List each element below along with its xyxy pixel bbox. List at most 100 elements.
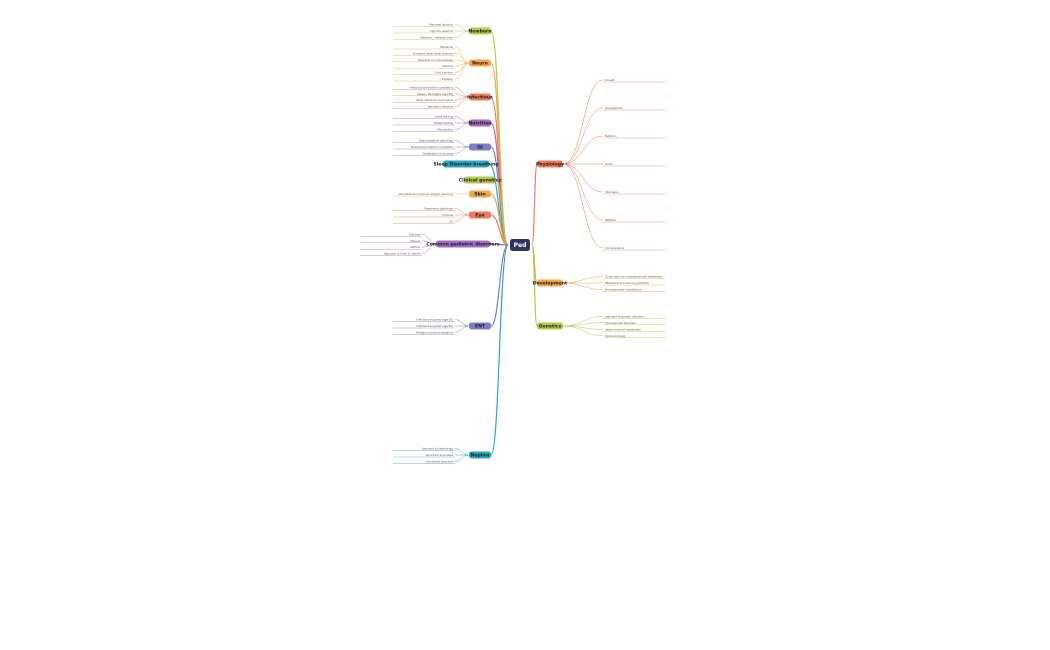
link-eye-2 [454,214,470,222]
link-genetics [531,244,538,327]
link-nephro [490,244,509,456]
leaf-newborn-1: Sign all newborns [430,29,454,33]
branch-skin-label: Skin [474,192,485,198]
branch-sleep[interactable]: Sleep Disorder breathing [433,160,499,168]
leaf-nutrition-1: Breast feeding [434,121,453,125]
link-physiology-4 [562,163,604,193]
leaf-physiology-0: Growth [605,78,615,82]
branch-neuro-label: Neuro [472,61,488,67]
link-physiology-5 [562,163,604,221]
leaf-nephro-1: Structural anomalies [426,453,454,457]
branch-genetics[interactable]: Genetics [537,322,563,330]
leaf-newborn-2: Newborn – delivery room [421,35,454,39]
leaf-neuro-3: Seizures [442,64,454,68]
link-newborn-2 [454,30,470,38]
leaf-ent-2: Pediatric trauma emergency [416,330,453,334]
leaf-neuro-1: Increased intracranial pressure [413,51,454,55]
leaf-eye-0: Respiratory pathology [424,207,453,211]
branch-nutrition-box [469,119,491,127]
link-nephro-2 [454,454,470,462]
branch-common-box [436,240,490,248]
branch-skin[interactable]: Skin [469,190,491,198]
branch-newborn-label: Newborn [468,29,491,35]
branch-nephro-box [469,451,491,459]
branch-common[interactable]: Common pediatric disorders [426,240,500,248]
branch-clinical-label: Clinical genetics [459,178,502,184]
link-nutrition-2 [454,122,470,130]
leaf-physiology-1: Development [605,106,622,110]
branch-ent[interactable]: ENT [469,322,491,330]
link-physiology-6 [562,163,604,249]
branch-neuro-box [469,59,491,67]
leaf-common-0: Diarrhea [409,232,421,236]
leaf-nephro-2: Electrolyte disorders [426,459,453,463]
link-nutrition-0 [454,116,470,124]
leaf-development-2: Developmental surveillance [605,288,642,292]
leaf-neuro-5: Epilepsy [442,77,453,81]
branch-neuro[interactable]: Neuro [469,59,491,67]
branch-newborn[interactable]: Newborn [468,27,492,35]
branch-physiology-label: Physiology [536,162,564,168]
leaf-genetics-0: Approach to genetic disorders [605,314,645,318]
link-clinical [495,179,509,246]
link-eye-0 [454,208,470,216]
link-ent [490,244,509,327]
leaf-physiology-2: Nutrition [605,134,617,138]
link-infectious-3 [454,96,470,107]
link-physiology-2 [562,135,604,165]
branch-physiology-box [537,160,563,168]
leaf-ent-1: Infections acquired (age 80) [416,324,453,328]
root-node[interactable]: Ped [510,239,530,251]
branch-physiology[interactable]: Physiology [536,160,564,168]
link-nephro-0 [454,448,470,456]
branch-common-label: Common pediatric disorders [426,242,500,248]
link-physiology [531,163,538,246]
branch-gi[interactable]: GI [469,143,491,151]
leaf-physiology-6: Immunizations [605,246,625,250]
branch-skin-box [469,190,491,198]
branch-development[interactable]: Development [533,279,568,287]
branch-ent-label: ENT [475,324,486,330]
leaf-infectious-1: Sepsis / Meningitis (age 60) [417,92,453,96]
branch-eye-label: Eye [475,213,484,219]
leaf-neuro-4: Cold infection [435,71,453,75]
branch-clinical[interactable]: Clinical genetics [459,176,502,184]
branch-ent-box [469,322,491,330]
link-development-0 [562,276,604,284]
link-development-2 [562,282,604,290]
leaf-gi-2: Constipation & enuresis [422,151,454,155]
leaf-physiology-3: Fluids [605,162,613,166]
link-genetics-3 [562,325,604,336]
leaf-development-1: Behavioral and learning problems [605,281,649,285]
branch-nephro[interactable]: Nephro [469,451,491,459]
leaf-nutrition-0: Infant feeding [435,115,454,119]
branch-infectious-box [469,93,491,101]
branch-infectious[interactable]: Infectious [467,93,493,101]
branch-nutrition[interactable]: Nutrition [468,119,492,127]
branch-clinical-box [464,176,496,184]
leaf-infectious-0: Infectious symptoms in pediatrics [409,85,453,89]
link-ent-2 [454,325,470,333]
leaf-gi-1: Abdominal problems in pediatric [411,145,454,149]
link-neuro-5 [454,62,470,80]
branch-eye[interactable]: Eye [469,211,491,219]
link-common-3 [421,243,437,254]
link-newborn-0 [454,24,470,32]
link-common [489,243,509,246]
leaf-genetics-3: Dysmorphology [605,334,626,338]
link-physiology-1 [562,107,604,165]
leaf-infectious-3: Neonatal infections [428,105,454,109]
branch-genetics-label: Genetics [539,324,562,330]
leaf-physiology-5: Reflexes [605,218,617,222]
leaf-eye-1: Immune [442,213,453,217]
root-box [510,239,530,251]
leaf-newborn-0: Neonatal jaundice [430,23,454,27]
branch-development-label: Development [533,281,568,287]
branch-development-box [537,279,563,287]
leaf-gi-0: Gastrointestinal pathology [419,139,454,143]
link-ent-0 [454,319,470,327]
leaf-neuro-2: Disorders of consciousness [418,58,454,62]
branch-infectious-label: Infectious [467,95,493,101]
